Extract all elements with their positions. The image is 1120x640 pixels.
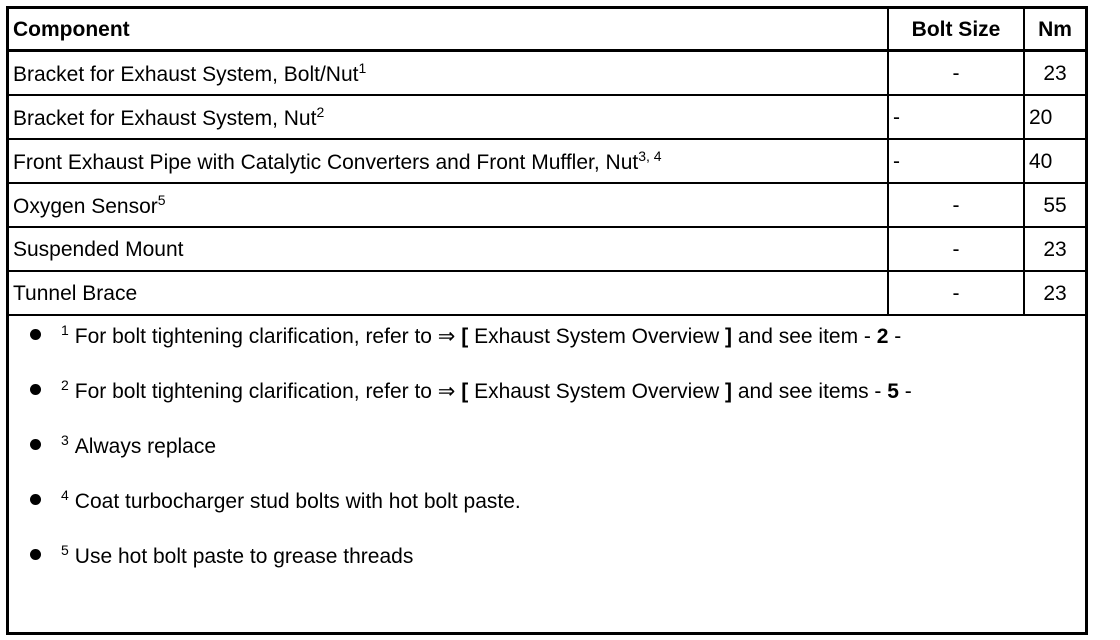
table-row: Bracket for Exhaust System, Nut2-20 [9,95,1085,140]
footnote-text: Use hot bolt paste to grease threads [74,545,414,568]
spec-frame: Component Bolt Size Nm Bracket for Exhau… [6,6,1088,635]
footnote-text-end: - [888,325,902,348]
component-cell: Tunnel Brace [9,271,889,316]
footnote-number: 5 [61,542,69,558]
torque-nm-cell: 23 [1024,271,1085,316]
bolt-size-cell: - [888,271,1025,316]
footnote-number: 1 [61,322,69,338]
header-bolt-size: Bolt Size [888,9,1025,52]
footnote-number: 3 [61,432,69,448]
footnote-item: 5 Use hot bolt paste to grease threads [27,543,1087,598]
table-row: Oxygen Sensor5-55 [9,183,1085,228]
component-cell: Front Exhaust Pipe with Catalytic Conver… [9,139,889,184]
component-name: Oxygen Sensor [13,195,158,218]
bullet-icon [30,384,41,395]
bolt-size-cell: - [888,95,1025,140]
header-component: Component [9,9,889,52]
footnote-item: 4 Coat turbocharger stud bolts with hot b… [27,488,1087,543]
footnote-ref: 3, 4 [638,148,662,164]
torque-nm-cell: 20 [1024,95,1085,140]
footnote-ref: 1 [358,60,367,76]
exhaust-system-overview-link[interactable]: Exhaust System Overview [468,380,725,403]
footnote-item: 1 For bolt tightening clarification, refe… [27,323,1087,378]
component-name: Tunnel Brace [13,281,138,305]
bullet-icon [30,549,41,560]
component-name: Bracket for Exhaust System, Bolt/Nut [13,63,359,86]
bolt-size-cell: - [888,183,1025,228]
table-row: Front Exhaust Pipe with Catalytic Conver… [9,139,1085,184]
link-bracket-open: [ [461,380,469,403]
footnote-ref: 5 [157,192,166,208]
component-cell: Bracket for Exhaust System, Bolt/Nut1 [9,50,889,96]
footnote-text-mid: and see items - [732,380,888,403]
item-number: 5 [887,380,899,403]
component-cell: Suspended Mount [9,227,889,272]
footnote-number: 4 [61,487,69,503]
footnote-text-end: - [898,380,912,403]
component-cell: Oxygen Sensor5 [9,183,889,228]
torque-nm-cell: 23 [1024,50,1085,96]
footnote-item: 3 Always replace [27,433,1087,488]
link-bracket-close: ] [725,325,732,348]
footnote-text: Coat turbocharger stud bolts with hot bo… [74,490,521,513]
item-number: 2 [876,325,889,348]
torque-nm-cell: 55 [1024,183,1085,228]
bolt-size-cell: - [888,50,1025,96]
component-name: Suspended Mount [13,237,184,261]
torque-nm-cell: 23 [1024,227,1085,272]
table-row: Bracket for Exhaust System, Bolt/Nut1-23 [9,50,1085,96]
torque-spec-table: Component Bolt Size Nm Bracket for Exhau… [9,9,1085,316]
bullet-icon [30,329,41,340]
exhaust-system-overview-link[interactable]: Exhaust System Overview [468,325,725,348]
table-row: Tunnel Brace -23 [9,271,1085,316]
component-name: Front Exhaust Pipe with Catalytic Conver… [13,151,639,174]
bullet-icon [30,439,41,450]
table-header-row: Component Bolt Size Nm [9,9,1085,52]
footnote-text-mid: and see item - [732,325,877,348]
torque-nm-cell: 40 [1024,139,1085,184]
footnote-item: 2 For bolt tightening clarification, refe… [27,378,1087,433]
footnote-number: 2 [61,377,69,393]
component-cell: Bracket for Exhaust System, Nut2 [9,95,889,140]
table-row: Suspended Mount -23 [9,227,1085,272]
component-name: Bracket for Exhaust System, Nut [13,107,317,130]
link-bracket-close: ] [725,380,732,403]
link-bracket-open: [ [461,325,469,348]
bolt-size-cell: - [888,139,1025,184]
bolt-size-cell: - [888,227,1025,272]
bullet-icon [30,494,41,505]
footnote-text: For bolt tightening clarification, refer… [74,325,462,348]
footnote-text: Always replace [74,435,217,458]
footnote-text: For bolt tightening clarification, refer… [74,380,462,403]
header-nm: Nm [1024,9,1085,52]
footnote-ref: 2 [316,104,325,120]
